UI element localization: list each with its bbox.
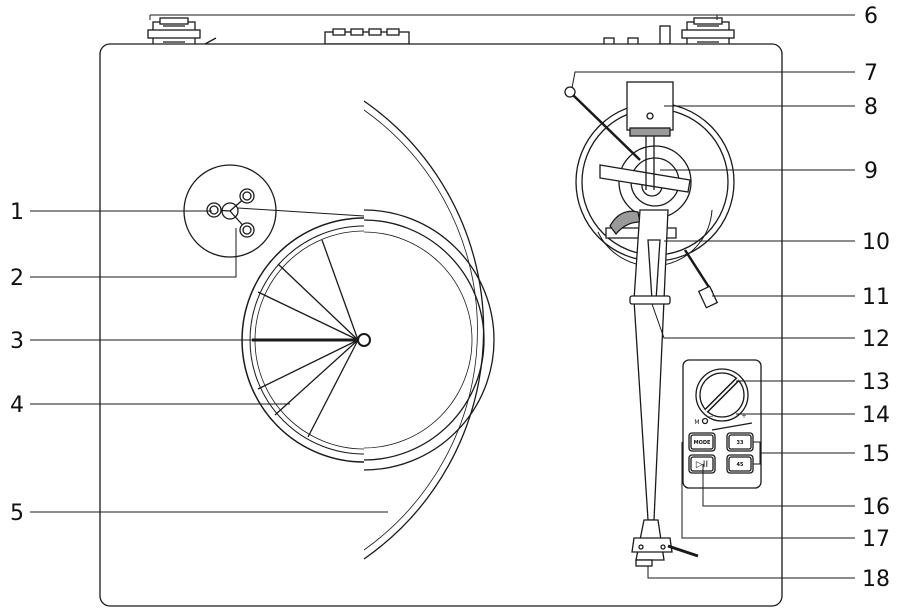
callout-11: 11 <box>862 285 890 310</box>
mode-button-label: MODE <box>694 440 711 446</box>
tonearm-base <box>575 102 735 267</box>
play-pause-icon: ▷II <box>696 460 708 470</box>
play-pause-button[interactable] <box>688 454 716 474</box>
left-hinge <box>147 17 201 47</box>
right-hinge <box>681 17 735 47</box>
callout-8: 8 <box>864 95 878 120</box>
pitch-plus-label: + <box>741 413 746 420</box>
rear-connectors <box>204 25 671 47</box>
callout-2: 2 <box>10 266 24 291</box>
led-label: M <box>694 419 699 426</box>
callout-13: 13 <box>862 370 890 395</box>
tonearm <box>629 209 699 567</box>
callout-9: 9 <box>864 159 878 184</box>
callout-1: 1 <box>10 200 24 225</box>
leader-lines <box>30 14 855 579</box>
callout-14: 14 <box>862 403 890 428</box>
speed-45-label: 45 <box>737 462 744 468</box>
callout-16: 16 <box>862 495 890 520</box>
callout-17: 17 <box>862 527 890 552</box>
led-indicator <box>701 417 709 425</box>
adapter-holder <box>183 164 277 258</box>
callout-4: 4 <box>10 393 24 418</box>
record-label-area <box>363 209 495 471</box>
callout-6: 6 <box>864 4 878 29</box>
callout-7: 7 <box>864 61 878 86</box>
pitch-minus-label: − <box>708 413 713 420</box>
callout-5: 5 <box>10 501 24 526</box>
control-panel <box>682 359 762 489</box>
callout-12: 12 <box>862 327 890 352</box>
callout-10: 10 <box>862 230 890 255</box>
callout-15: 15 <box>862 442 890 467</box>
cue-lever <box>564 86 641 161</box>
speed-33-label: 33 <box>737 440 744 446</box>
spindle <box>357 333 371 347</box>
mode-button[interactable] <box>688 432 716 452</box>
arm-rest <box>683 249 719 309</box>
callout-18: 18 <box>862 567 890 592</box>
callout-3: 3 <box>10 329 24 354</box>
callout-numbers: 1 2 3 4 5 6 7 8 9 10 11 12 13 14 15 16 1… <box>10 4 890 592</box>
